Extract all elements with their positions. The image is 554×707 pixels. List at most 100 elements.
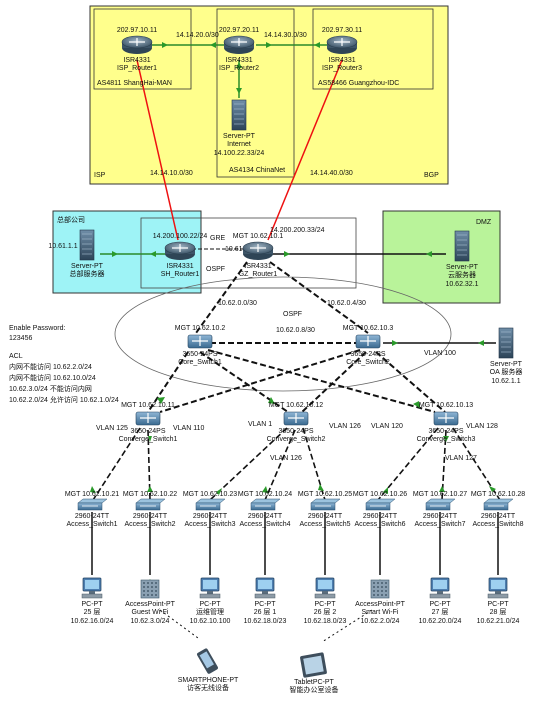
link-label-14-14-10: 14.14.10.0/30 [150,170,193,177]
device-model-label: 2960-24TT [133,513,168,520]
device-ip-label: 10.62.1.1 [491,378,520,385]
router-icon [242,241,274,260]
device-model-label: Server-PT [446,264,479,271]
device-name-label: 28 层 [490,608,507,616]
as4134-box [216,8,295,178]
device-name-label: Access_Switch1 [67,521,118,528]
router-icon [164,241,196,260]
device-name-label: 运维管理 [196,607,224,616]
vlan-126-label-a: VLAN 126 [329,423,361,430]
acl-rule-2: 内网不能访问 10.62.10.0/24 [9,373,96,382]
router-icon [326,35,358,54]
as4811-box [93,8,192,90]
gre-tunnel-box [140,217,357,289]
link-label-10-62-0-0: 10.62.0.0/30 [218,300,257,307]
access-point-icon [140,579,160,599]
device-ip-label: 10.62.2.0/24 [361,618,400,625]
multilayer-switch-icon [187,334,213,349]
device-model-label: 2960-24TT [75,513,110,520]
vlan-126-label-b: VLAN 126 [270,455,302,462]
link-label-10-62-0-4: 10.62.0.4/30 [327,300,366,307]
link-label-10-62-0-8: 10.62.0.8/30 [276,327,315,334]
link-conv2-acc5 [302,427,326,501]
device-model-label: 3650-24PS [130,428,165,435]
device-name-label: Access_Switch6 [355,521,406,528]
enable-password-value: 123456 [9,335,32,342]
device-model-label: PC-PT [315,601,337,608]
vlan-127-label: VLAN 127 [445,455,477,462]
server-icon [79,229,95,261]
zone-bgp-label: BGP [424,172,439,179]
device-ip-label: 10.62.18.0/23 [304,618,347,625]
as58466-box [312,8,434,90]
vlan-100-label: VLAN 100 [424,350,456,357]
device-address-label: 202.97.30.11 [322,27,362,34]
link-isp3-gzrouter [267,59,343,241]
device-name-label: ISP_Router3 [322,65,362,72]
device-address-label: MGT 10.62.10.27 [413,491,467,498]
dmz-zone [382,210,501,304]
link-core2-conv1 [159,349,361,413]
device-address-label: MGT 10.62.10.2 [175,325,226,332]
pc-icon [199,577,221,599]
switch-icon [365,498,396,511]
device-model-label: ISR4331 [225,57,252,64]
multilayer-switch-icon [135,411,161,426]
router-icon [223,35,255,54]
device-model-label: Server-PT [223,133,256,140]
device-name-label: Access_Switch7 [415,521,466,528]
server-icon [231,99,247,131]
device-name-label: Access_Switch2 [125,521,176,528]
device-model-label: 2960-24TT [423,513,458,520]
gre-label: GRE [210,235,226,242]
pc-icon [429,577,451,599]
acl-rule-3: 10.62.3.0/24 不能访问内网 [9,384,92,393]
switch-icon [483,498,514,511]
switch-icon [195,498,226,511]
device-model-label: 2960-24TT [193,513,228,520]
device-name-label: 云服务器 [448,270,476,279]
device-name-label: SH_Router1 [161,271,200,278]
device-address-label: MGT 10.62.10.3 [343,325,394,332]
device-name-label: Internet [227,141,251,148]
device-name-label: 26 层 1 [254,608,277,616]
device-name-label: 26 层 2 [314,608,337,616]
pc-icon [314,577,336,599]
zone-dmz-label: DMZ [476,219,492,226]
device-name-label: Guest Wi-Fi [132,609,169,616]
device-address-label: 202.97.10.11 [117,27,157,34]
smartphone-icon [197,648,218,674]
